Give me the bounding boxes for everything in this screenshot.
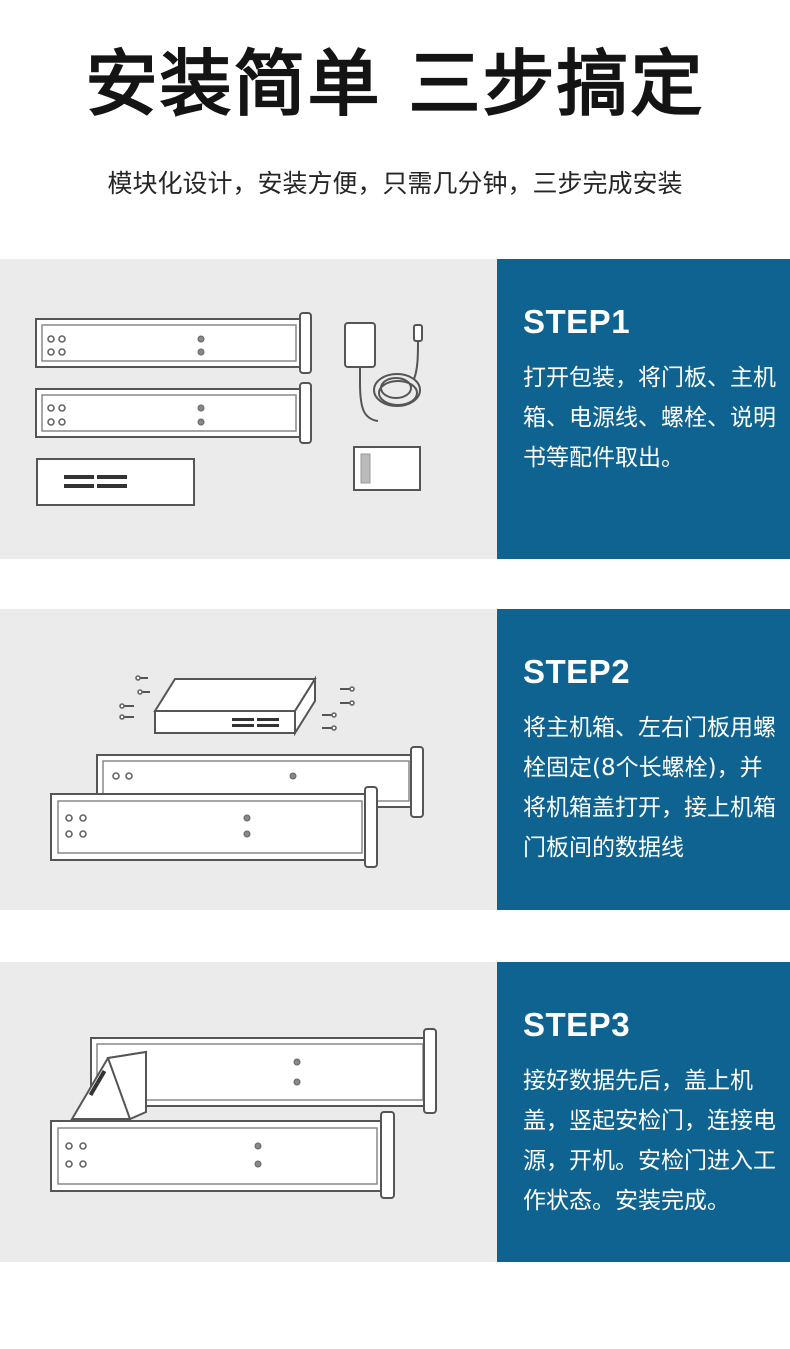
door-panel-illustration <box>35 382 312 444</box>
host-box-illustration <box>153 675 317 737</box>
door-panel-illustration <box>90 1028 437 1114</box>
step-1-illustration <box>0 259 497 559</box>
door-panel-illustration <box>50 786 378 868</box>
page-title: 安装简单 三步搞定 <box>85 42 705 126</box>
host-box-illustration <box>36 458 195 506</box>
step-1-section: STEP1 打开包装，将门板、主机箱、电源线、螺栓、说明书等配件取出。 <box>0 259 790 559</box>
bolts-illustration <box>119 675 355 731</box>
step-1-panel: STEP1 打开包装，将门板、主机箱、电源线、螺栓、说明书等配件取出。 <box>497 259 790 559</box>
power-cable-illustration <box>344 322 423 422</box>
door-panel-illustration <box>50 1111 395 1199</box>
step-3-panel: STEP3 接好数据先后，盖上机盖，竖起安检门，连接电源，开机。安检门进入工作状… <box>497 962 790 1262</box>
host-box-illustration <box>70 1050 148 1121</box>
step-2-title: STEP2 <box>523 653 631 690</box>
step-3-illustration <box>0 962 497 1262</box>
step-3-title: STEP3 <box>523 1006 631 1043</box>
step-3-section: STEP3 接好数据先后，盖上机盖，竖起安检门，连接电源，开机。安检门进入工作状… <box>0 962 790 1262</box>
step-2-text: 将主机箱、左右门板用螺栓固定(8个长螺栓)，并将机箱盖打开，接上机箱门板间的数据… <box>523 715 776 861</box>
step-2-illustration <box>0 609 497 910</box>
step-2-section: STEP2 将主机箱、左右门板用螺栓固定(8个长螺栓)，并将机箱盖打开，接上机箱… <box>0 609 790 910</box>
step-3-text: 接好数据先后，盖上机盖，竖起安检门，连接电源，开机。安检门进入工作状态。安装完成… <box>523 1068 776 1214</box>
step-1-text: 打开包装，将门板、主机箱、电源线、螺栓、说明书等配件取出。 <box>523 365 776 471</box>
manual-illustration <box>353 446 421 491</box>
page-subtitle: 模块化设计，安装方便，只需几分钟，三步完成安装 <box>107 169 683 198</box>
door-panel-illustration <box>35 312 312 374</box>
step-2-panel: STEP2 将主机箱、左右门板用螺栓固定(8个长螺栓)，并将机箱盖打开，接上机箱… <box>497 609 790 910</box>
step-1-title: STEP1 <box>523 303 631 340</box>
